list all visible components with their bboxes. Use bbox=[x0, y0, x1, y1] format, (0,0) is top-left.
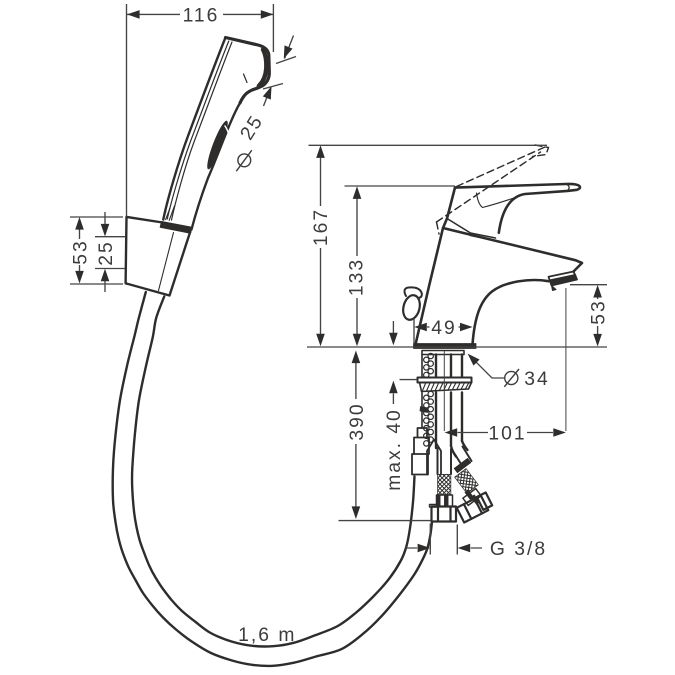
svg-text:53: 53 bbox=[588, 299, 609, 324]
svg-text:116: 116 bbox=[183, 5, 220, 26]
svg-text:390: 390 bbox=[347, 402, 368, 440]
svg-text:167: 167 bbox=[311, 208, 332, 246]
svg-text:max. 40: max. 40 bbox=[384, 408, 405, 491]
svg-text:133: 133 bbox=[347, 258, 368, 296]
svg-text:49: 49 bbox=[431, 318, 456, 339]
svg-text:101: 101 bbox=[488, 423, 526, 444]
svg-text:G 3/8: G 3/8 bbox=[490, 539, 547, 560]
svg-text:34: 34 bbox=[524, 369, 549, 390]
svg-text:53: 53 bbox=[70, 239, 91, 264]
svg-text:25: 25 bbox=[96, 240, 117, 265]
svg-text:1,6 m: 1,6 m bbox=[238, 625, 296, 646]
